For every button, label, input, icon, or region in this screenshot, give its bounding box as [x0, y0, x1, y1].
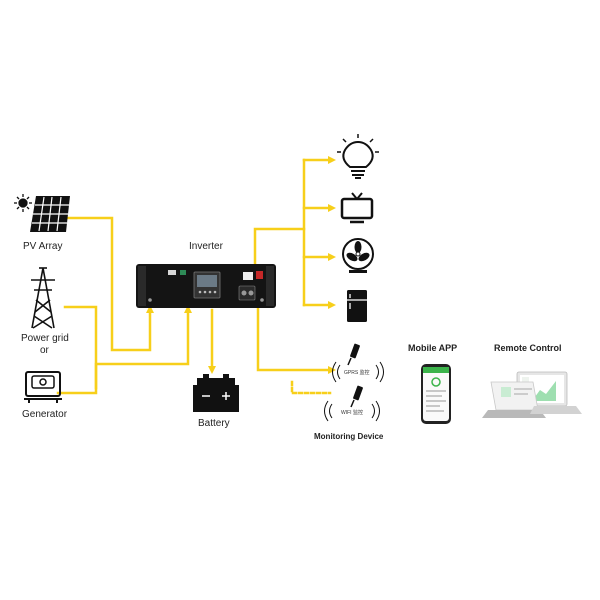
generator-label: Generator: [22, 409, 68, 420]
grid-line: [63, 305, 98, 390]
wifi-dongle-icon: [324, 385, 380, 422]
arrow-light: [328, 156, 336, 164]
monitor-line: [256, 306, 332, 372]
arrow-tv: [328, 204, 336, 212]
connection-lines: [56, 158, 332, 395]
arrow-battery: [208, 366, 216, 374]
gprs-label: GPRS 监控: [344, 370, 370, 376]
generator-line: [56, 308, 190, 395]
battery-label: Battery: [198, 418, 230, 429]
remote-control-label: Remote Control: [494, 343, 562, 353]
light-bulb-icon: [337, 134, 379, 179]
sun-icon: [14, 194, 32, 212]
solar-panel-icon: [30, 196, 70, 232]
arrow-fridge: [328, 301, 336, 309]
arrow-monitor: [328, 366, 336, 374]
or-label: or: [40, 345, 49, 356]
laptop-icon: [482, 371, 582, 418]
pv-array-label: PV Array: [23, 241, 63, 252]
tv-icon: [340, 192, 374, 224]
power-grid-label: Power grid: [21, 333, 69, 344]
arrow-heads: [146, 156, 336, 374]
gprs-dongle-icon: [332, 343, 384, 383]
battery-icon: [193, 374, 239, 412]
fridge-icon: [347, 290, 367, 322]
smartphone-icon: [421, 364, 451, 424]
generator-icon: [24, 371, 62, 403]
monitoring-device-label: Monitoring Device: [314, 432, 384, 441]
power-tower-icon: [31, 267, 55, 329]
arrow-fan: [328, 253, 336, 261]
mobile-app-label: Mobile APP: [408, 343, 458, 353]
wifi-label: WIFI 监控: [341, 410, 363, 416]
monitor-dashed: [290, 380, 332, 395]
load-trunk: [253, 227, 306, 278]
inverter-icon: [136, 264, 276, 308]
inverter-label: Inverter: [189, 241, 223, 252]
arrow-grid: [184, 305, 192, 313]
pv-line: [66, 216, 152, 352]
fan-icon: [342, 238, 374, 273]
arrow-pv: [146, 305, 154, 313]
